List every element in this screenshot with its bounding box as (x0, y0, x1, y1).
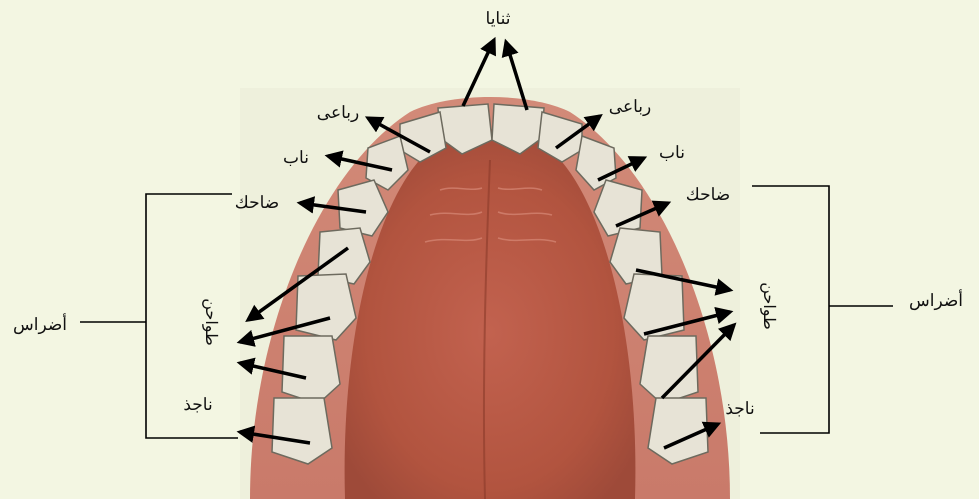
label-molars-left: أضراس (13, 313, 67, 335)
label-central-incisors: ثنايا (486, 9, 511, 29)
label-premolar-right: ضاحك (686, 185, 730, 205)
label-premolar-left: ضاحك (235, 193, 279, 213)
label-lateral-incisor-left: رباعى (317, 103, 359, 123)
label-grinders-right: طواحن (760, 282, 779, 330)
label-canine-left: ناب (283, 148, 309, 168)
tooth-molar3-left (272, 398, 332, 464)
label-canine-right: ناب (659, 143, 685, 163)
label-wisdom-left: ناجذ (183, 395, 212, 415)
label-lateral-incisor-right: رباعى (609, 97, 651, 117)
label-wisdom-right: ناجذ (725, 399, 754, 419)
label-molars-right: أضراس (909, 289, 963, 311)
label-grinders-left: طواحن (202, 298, 221, 346)
